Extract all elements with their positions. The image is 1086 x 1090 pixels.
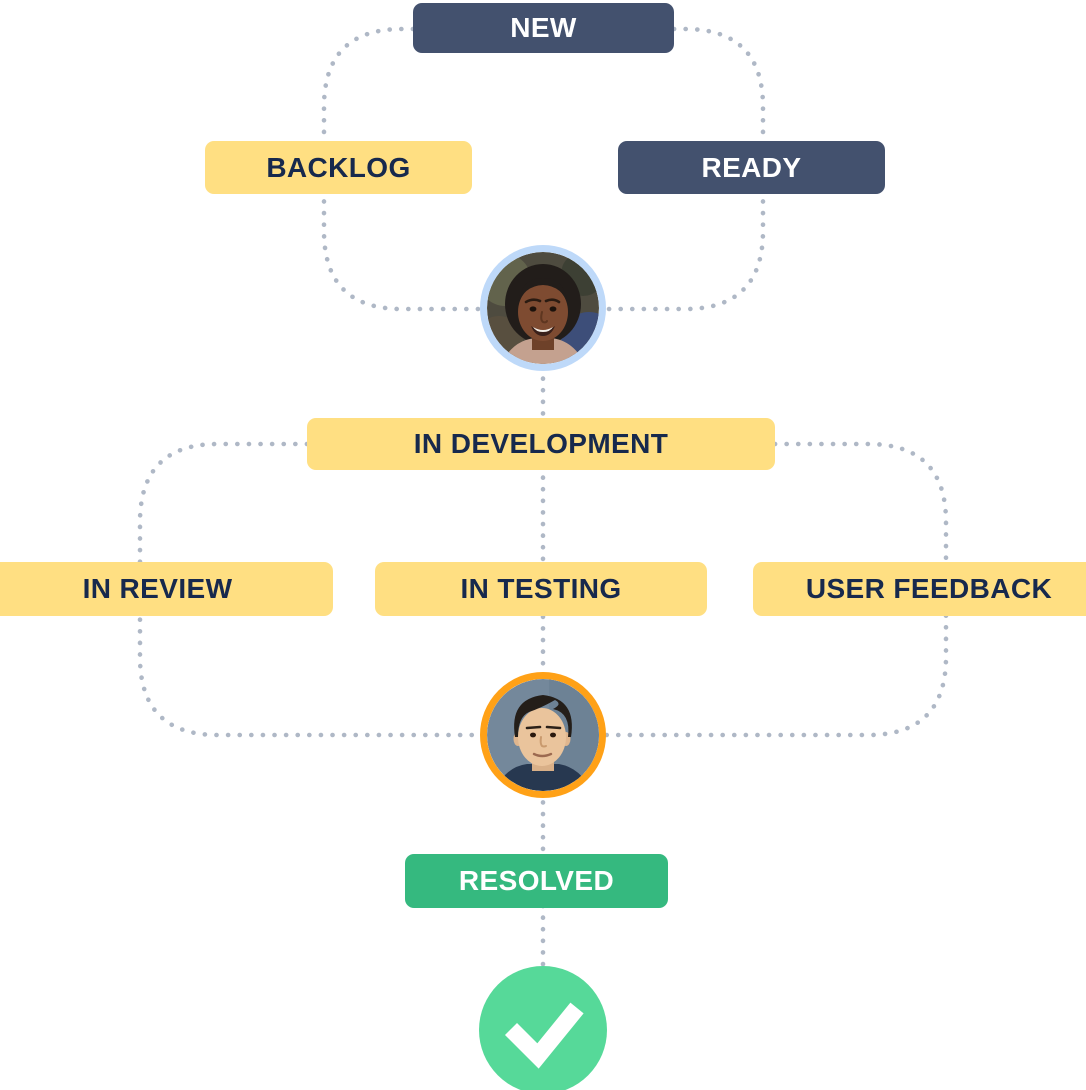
- status-in-review[interactable]: IN REVIEW: [0, 562, 333, 616]
- done-check-circle: [479, 966, 607, 1090]
- status-new[interactable]: NEW: [413, 3, 674, 53]
- status-user-feedback[interactable]: USER FEEDBACK: [753, 562, 1086, 616]
- check-icon-stroke: [504, 1002, 584, 1069]
- check-icon: [504, 1002, 584, 1069]
- status-resolved[interactable]: RESOLVED: [405, 854, 668, 908]
- connector-in-development-to-user-feedback-loop: [599, 441, 949, 738]
- status-ready[interactable]: READY: [618, 141, 885, 194]
- avatar-photo-man: [487, 679, 599, 791]
- status-in-testing[interactable]: IN TESTING: [375, 562, 707, 616]
- avatar-assignee-bottom[interactable]: [480, 672, 606, 798]
- avatar-assignee-top[interactable]: [480, 245, 606, 371]
- connector-in-development-to-in-review-loop: [137, 441, 487, 738]
- status-backlog[interactable]: BACKLOG: [205, 141, 472, 194]
- status-in-development[interactable]: IN DEVELOPMENT: [307, 418, 775, 470]
- avatar-photo-woman: [487, 252, 599, 364]
